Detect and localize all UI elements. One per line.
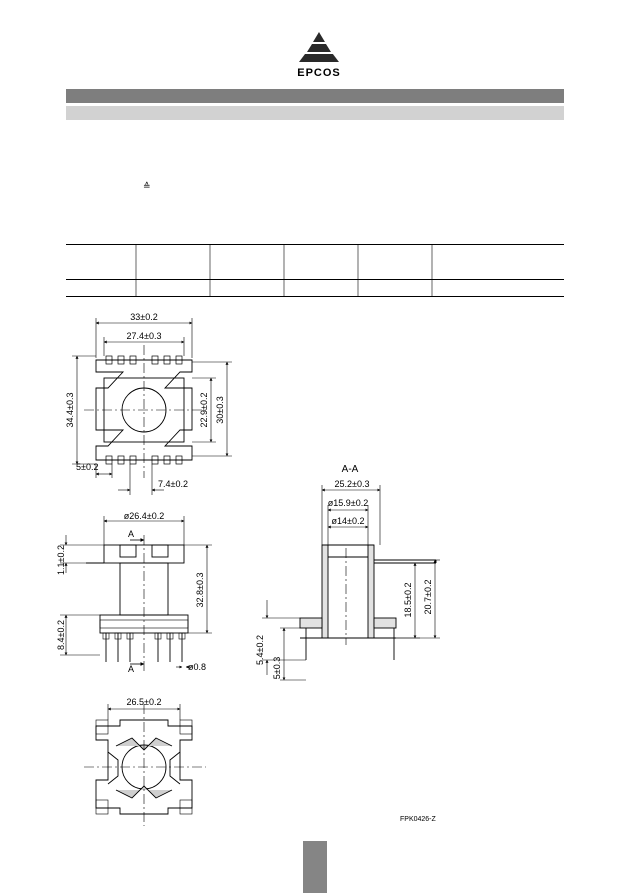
- correspondence-symbol: ≙: [143, 181, 151, 191]
- dim-section-height-inner: 18.5±0.2: [403, 583, 413, 618]
- dim-width-inner: 27.4±0.3: [127, 331, 162, 341]
- side-view: [60, 516, 212, 672]
- section-view: [262, 485, 440, 681]
- dim-diameter: ø26.4±0.2: [124, 511, 164, 521]
- section-marker-top: A: [128, 529, 134, 539]
- dim-height-inner: 22.9±0.2: [199, 393, 209, 428]
- figure-code: FPK0426-Z: [400, 816, 436, 823]
- dim-section-width: 25.2±0.3: [335, 479, 370, 489]
- dim-pin-pitch: 7.4±0.2: [158, 479, 188, 489]
- bottom-view: [84, 704, 206, 826]
- dim-section-diameter-outer: ø15.9±0.2: [328, 498, 368, 508]
- dim-height-mid: 30±0.3: [215, 396, 225, 423]
- section-title: A-A: [342, 464, 359, 475]
- dim-left-offset: 5±0.2: [76, 462, 98, 472]
- dim-section-height-outer: 20.7±0.2: [423, 580, 433, 615]
- dim-pin-offset: 5±0.3: [272, 657, 282, 679]
- epcos-logo: EPCOS: [283, 30, 355, 80]
- dim-pin-length: 5.4±0.2: [255, 635, 265, 665]
- dim-pin-diameter: ø0.8: [188, 662, 206, 672]
- dim-height-total: 32.8±0.3: [195, 573, 205, 608]
- top-view: [72, 318, 232, 495]
- parameter-table: [66, 244, 564, 297]
- section-marker-bottom: A: [128, 664, 134, 674]
- dim-bottom-width: 26.5±0.2: [127, 697, 162, 707]
- page-number-tab: [303, 841, 327, 893]
- dim-section-diameter-inner: ø14±0.2: [332, 516, 365, 526]
- brand-name: EPCOS: [297, 67, 341, 79]
- dim-flange: 1.1±0.2: [56, 545, 66, 575]
- dim-base-height: 8.4±0.2: [56, 620, 66, 650]
- dim-width-outer: 33±0.2: [130, 312, 157, 322]
- technical-drawing: 33±0.2 27.4±0.3 34.4±0.3 22.9±0.2 30±0.3…: [56, 312, 440, 826]
- dim-height-outer: 34.4±0.3: [65, 393, 75, 428]
- header-bar: [66, 89, 564, 103]
- subheader-bar: [66, 106, 564, 120]
- epcos-logo-mark: [299, 32, 345, 62]
